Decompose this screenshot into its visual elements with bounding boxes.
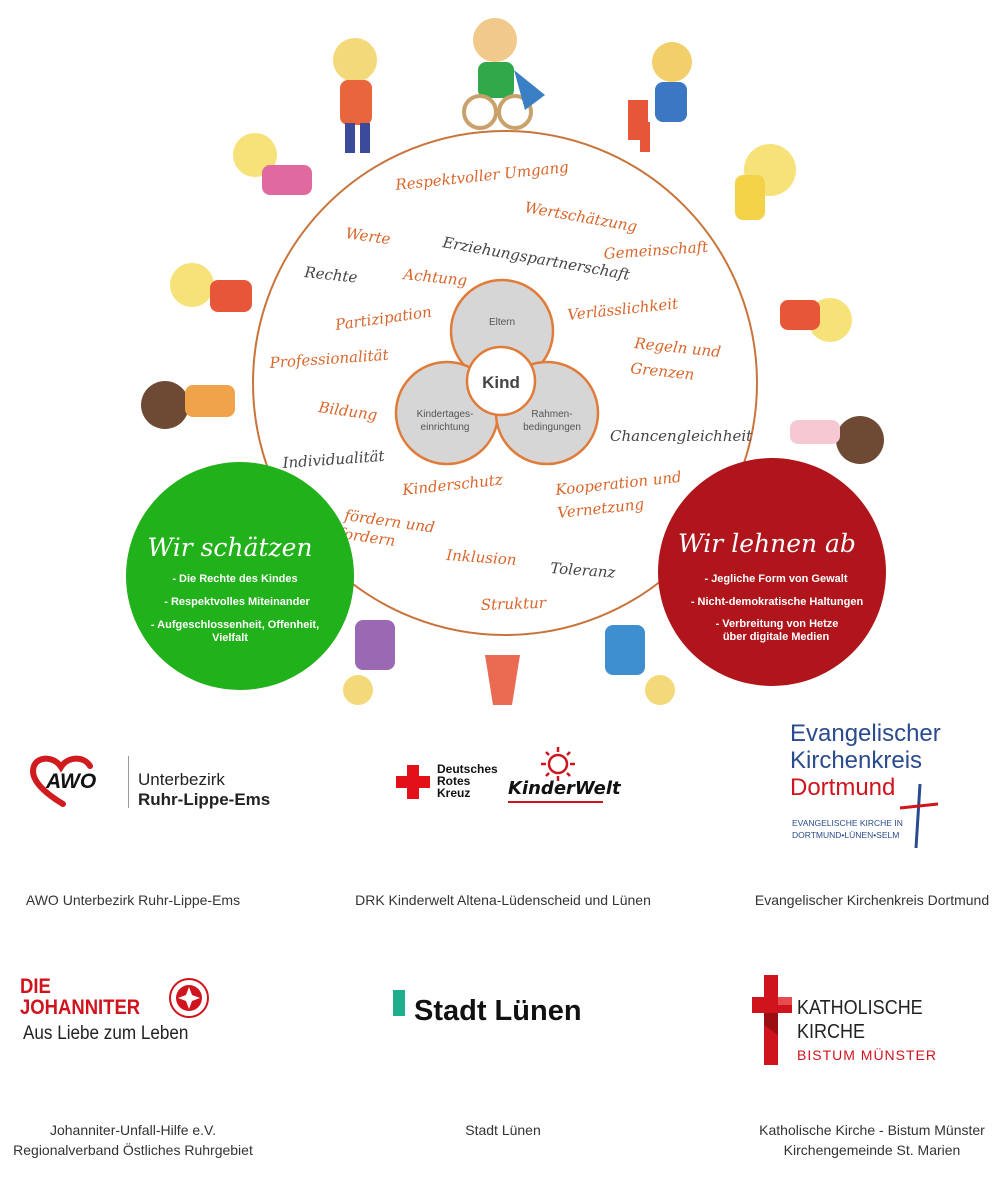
- partner-logo-luenen[interactable]: Stadt Lünen: [393, 990, 593, 1030]
- katholisch-line3: BISTUM MÜNSTER: [797, 1047, 937, 1063]
- sun-icon: [541, 747, 575, 781]
- hero-illustration: Respektvoller Umgang Wertschätzung Werte…: [126, 18, 886, 705]
- ekk-line2: Kirchenkreis: [790, 747, 923, 774]
- child-drawing: [343, 620, 395, 705]
- ekk-sub2: DORTMUND•LÜNEN•SELM: [792, 830, 900, 840]
- partner-logo-johanniter[interactable]: DIE JOHANNITER Aus Liebe zum Leben: [20, 975, 220, 1050]
- value-word: Toleranz: [550, 559, 616, 582]
- partner-caption-awo: AWO Unterbezirk Ruhr-Lippe-Ems: [25, 892, 241, 908]
- johanniter-caption-line1: Johanniter-Unfall-Hilfe e.V.: [49, 1122, 216, 1138]
- venn-label-eltern: Eltern: [489, 317, 515, 328]
- child-drawing: [780, 298, 852, 342]
- johanniter-line1: DIE: [20, 975, 51, 998]
- partner-logo-katholisch[interactable]: KATHOLISCHE KIRCHE BISTUM MÜNSTER: [752, 975, 937, 1065]
- green-circle-item: Vielfalt: [212, 632, 248, 644]
- green-circle-item: - Aufgeschlossenheit, Offenheit,: [151, 619, 319, 631]
- cross-icon: [899, 783, 939, 849]
- child-drawing: [628, 42, 692, 152]
- awo-mark: AWO: [46, 770, 97, 793]
- venn-circle-kind: [465, 345, 537, 417]
- child-drawing: [790, 416, 884, 464]
- child-drawing: [605, 625, 675, 705]
- partner-caption-johanniter: Johanniter-Unfall-Hilfe e.V. Regionalver…: [0, 1120, 293, 1160]
- partner-caption-luenen: Stadt Lünen: [465, 1122, 541, 1138]
- katholisch-caption-line1: Katholische Kirche - Bistum Münster: [759, 1122, 985, 1138]
- partner-caption-ekk: Evangelischer Kirchenkreis Dortmund: [754, 892, 990, 908]
- luenen-mark-icon: [393, 990, 405, 1016]
- children-drawings: [141, 18, 884, 705]
- ekk-line3: Dortmund: [790, 774, 896, 801]
- johanniter-line2: JOHANNITER: [20, 996, 141, 1019]
- venn-label-rahmen: bedingungen: [523, 422, 581, 433]
- partner-caption-drk: DRK Kinderwelt Altena-Lüdenscheid und Lü…: [355, 892, 651, 908]
- partner-logo-drk[interactable]: Deutsches Rotes Kreuz KinderWelt: [396, 746, 621, 806]
- child-drawing: [170, 263, 252, 312]
- red-circle-item: über digitale Medien: [723, 631, 830, 643]
- child-drawing: [333, 38, 377, 153]
- venn-label-kita: Kindertages-: [417, 409, 474, 420]
- awo-line1: Unterbezirk: [138, 770, 225, 789]
- venn-label-kita: einrichtung: [421, 422, 470, 433]
- katholisch-line2: KIRCHE: [797, 1021, 866, 1043]
- child-drawing: [485, 655, 520, 705]
- drk-line3: Kreuz: [437, 786, 471, 800]
- partner-logo-ekk[interactable]: Evangelischer Kirchenkreis Dortmund EVAN…: [790, 720, 970, 850]
- kinderwelt-brand: KinderWelt: [508, 778, 621, 799]
- drk-line1: Deutsches: [437, 762, 498, 776]
- red-circle-item: - Nicht-demokratische Haltungen: [691, 596, 864, 608]
- awo-line2: Ruhr-Lippe-Ems: [138, 790, 271, 809]
- katholisch-caption-line2: Kirchengemeinde St. Marien: [783, 1142, 961, 1158]
- ekk-sub1: EVANGELISCHE KIRCHE IN: [792, 818, 903, 828]
- johanniter-cross-icon: [169, 978, 209, 1018]
- katholisch-cross-icon: [752, 975, 792, 1065]
- green-values-circle: Wir schätzen - Die Rechte des Kindes - R…: [126, 462, 354, 690]
- drk-line2: Rotes: [437, 774, 471, 788]
- red-circle-item: - Verbreitung von Hetze: [716, 618, 839, 630]
- awo-heart-icon: [30, 755, 93, 807]
- kinderwelt-underline: [508, 801, 603, 803]
- child-drawing: [735, 144, 796, 220]
- johanniter-line3: Aus Liebe zum Leben: [23, 1023, 189, 1044]
- awo-divider: [128, 756, 129, 808]
- green-circle-title: Wir schätzen: [147, 533, 312, 562]
- venn-diagram: Eltern Kindertages- einrichtung Rahmen- …: [394, 278, 600, 466]
- child-drawing: [233, 133, 312, 195]
- luenen-text: Stadt Lünen: [414, 995, 582, 1027]
- venn-label-rahmen: Rahmen-: [531, 409, 572, 420]
- red-circle-title: Wir lehnen ab: [678, 529, 856, 558]
- value-word: Chancengleichheit: [610, 427, 753, 445]
- red-values-circle: Wir lehnen ab - Jegliche Form von Gewalt…: [658, 458, 886, 686]
- value-word: Rechte: [303, 263, 359, 287]
- green-circle-item: - Respektvolles Miteinander: [164, 596, 310, 608]
- child-drawing: [462, 18, 545, 130]
- katholisch-line1: KATHOLISCHE: [797, 997, 923, 1019]
- johanniter-caption-line2: Regionalverband Östliches Ruhrgebiet: [13, 1142, 253, 1158]
- value-word: Inklusion: [445, 546, 517, 569]
- partner-logo-awo[interactable]: AWO Unterbezirk Ruhr-Lippe-Ems: [28, 752, 270, 812]
- red-circle-item: - Jegliche Form von Gewalt: [704, 573, 847, 585]
- child-drawing: [141, 381, 235, 429]
- partner-caption-katholisch: Katholische Kirche - Bistum Münster Kirc…: [712, 1120, 1000, 1160]
- red-cross-icon: [396, 765, 430, 799]
- ekk-line1: Evangelischer: [790, 720, 941, 747]
- value-word: Struktur: [481, 594, 548, 614]
- venn-label-kind: Kind: [482, 373, 520, 392]
- green-circle-item: - Die Rechte des Kindes: [172, 573, 297, 585]
